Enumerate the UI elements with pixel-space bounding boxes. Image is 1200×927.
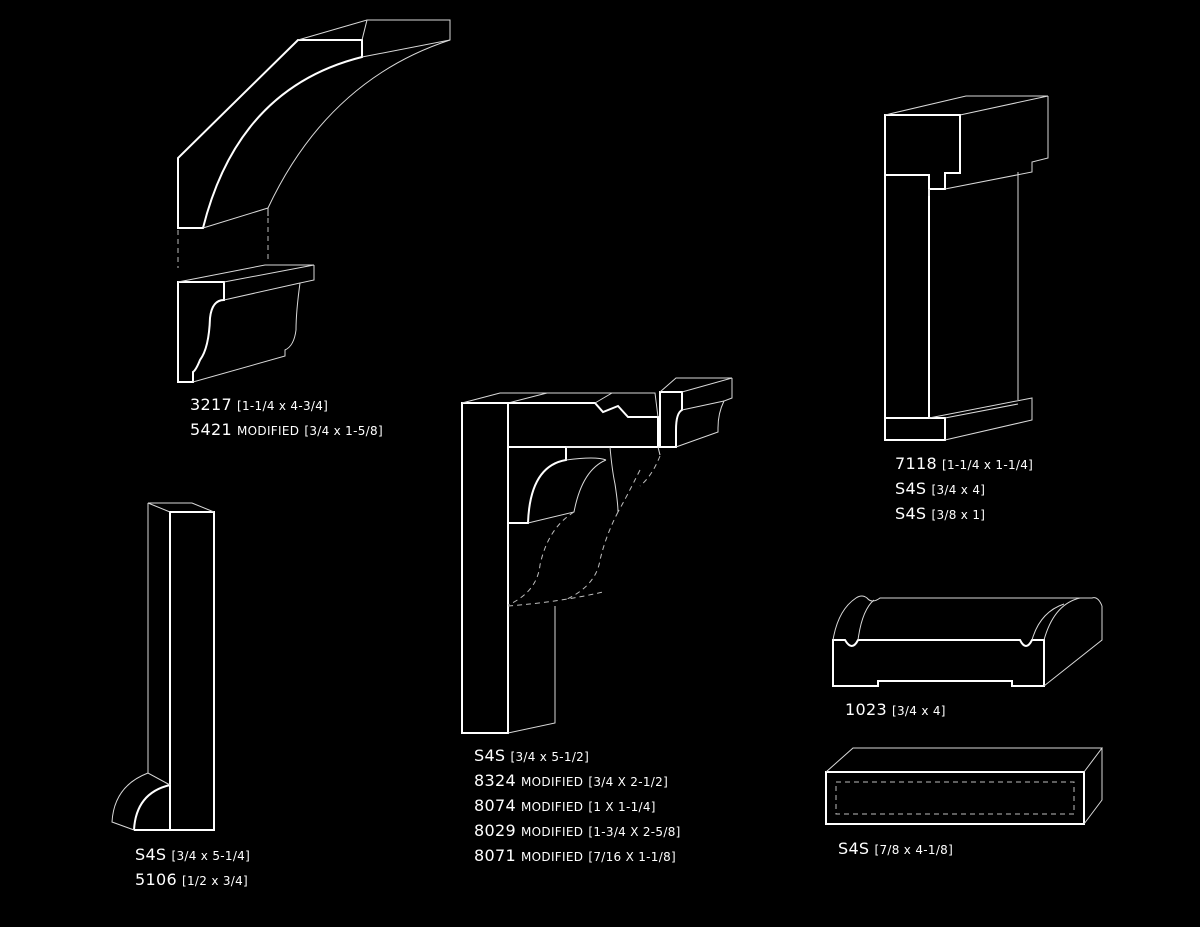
part-code: 8029 bbox=[474, 821, 516, 840]
board-s4s-profile bbox=[825, 747, 1103, 825]
corbel-assembly-profile bbox=[461, 377, 733, 734]
part-dimension: [3/4 X 2-1/2] bbox=[588, 775, 669, 789]
part-modifier: MODIFIED bbox=[521, 825, 584, 839]
part-dimension: [1 X 1-1/4] bbox=[588, 800, 656, 814]
part-modifier: MODIFIED bbox=[521, 800, 584, 814]
part-code: S4S bbox=[135, 845, 167, 864]
part-dimension: [1-3/4 X 2-5/8] bbox=[588, 825, 681, 839]
label-row: 3217 [1-1/4 x 4-3/4] bbox=[190, 392, 383, 417]
part-code: 5106 bbox=[135, 870, 177, 889]
part-code: 5421 bbox=[190, 420, 232, 439]
part-code: S4S bbox=[895, 504, 927, 523]
label-row: S4S [7/8 x 4-1/8] bbox=[838, 836, 953, 861]
quarter-round-5106-profile bbox=[111, 772, 171, 831]
part-code: 8074 bbox=[474, 796, 516, 815]
part-code: 8324 bbox=[474, 771, 516, 790]
part-dimension: [1-1/4 x 1-1/4] bbox=[942, 458, 1034, 472]
label-row: 8029 MODIFIED [1-3/4 X 2-5/8] bbox=[474, 818, 681, 843]
part-dimension: [3/4 x 4] bbox=[931, 483, 986, 497]
part-dimension: [3/8 x 1] bbox=[931, 508, 986, 522]
part-code: 7118 bbox=[895, 454, 937, 473]
part-code: S4S bbox=[474, 746, 506, 765]
label-row: 5421 MODIFIED [3/4 x 1-5/8] bbox=[190, 417, 383, 442]
part-dimension: [3/4 x 1-5/8] bbox=[304, 424, 383, 438]
part-code: S4S bbox=[895, 479, 927, 498]
crown-labels: 3217 [1-1/4 x 4-3/4] 5421 MODIFIED [3/4 … bbox=[190, 392, 383, 442]
corbel-labels: S4S [3/4 x 5-1/2] 8324 MODIFIED [3/4 X 2… bbox=[474, 743, 681, 868]
part-dimension: [3/4 x 5-1/4] bbox=[171, 849, 251, 863]
board-labels: S4S [7/8 x 4-1/8] bbox=[838, 836, 953, 861]
part-code: 3217 bbox=[190, 395, 232, 414]
part-code: 1023 bbox=[845, 700, 887, 719]
cove-molding-5421-profile bbox=[177, 264, 315, 383]
label-row: 5106 [1/2 x 3/4] bbox=[135, 867, 250, 892]
part-modifier: MODIFIED bbox=[521, 850, 584, 864]
part-dimension: [7/16 X 1-1/8] bbox=[588, 850, 676, 864]
part-modifier: MODIFIED bbox=[237, 424, 300, 438]
label-row: S4S [3/8 x 1] bbox=[895, 501, 1033, 526]
label-row: S4S [3/4 x 5-1/4] bbox=[135, 842, 250, 867]
crown-molding-3217-profile bbox=[177, 19, 451, 229]
base-cove-labels: S4S [3/4 x 5-1/4] 5106 [1/2 x 3/4] bbox=[135, 842, 250, 892]
part-code: S4S bbox=[838, 839, 870, 858]
label-row: 8324 MODIFIED [3/4 X 2-1/2] bbox=[474, 768, 681, 793]
base-1023-labels: 1023 [3/4 x 4] bbox=[845, 697, 946, 722]
part-modifier: MODIFIED bbox=[521, 775, 584, 789]
part-dimension: [1-1/4 x 4-3/4] bbox=[237, 399, 329, 413]
part-dimension: [3/4 x 5-1/2] bbox=[510, 750, 590, 764]
casing-7118-profile bbox=[884, 95, 1049, 441]
label-row: 8074 MODIFIED [1 X 1-1/4] bbox=[474, 793, 681, 818]
part-dimension: [7/8 x 4-1/8] bbox=[874, 843, 954, 857]
base-board-s4s-profile bbox=[147, 502, 215, 831]
label-row: 8071 MODIFIED [7/16 X 1-1/8] bbox=[474, 843, 681, 868]
crown-to-cove-guide-lines bbox=[177, 218, 269, 268]
label-row: S4S [3/4 x 5-1/2] bbox=[474, 743, 681, 768]
part-dimension: [3/4 x 4] bbox=[892, 704, 946, 718]
part-code: 8071 bbox=[474, 846, 516, 865]
part-dimension: [1/2 x 3/4] bbox=[182, 874, 249, 888]
base-1023-profile bbox=[832, 595, 1103, 687]
casing-labels: 7118 [1-1/4 x 1-1/4] S4S [3/4 x 4] S4S [… bbox=[895, 451, 1033, 526]
label-row: 1023 [3/4 x 4] bbox=[845, 697, 946, 722]
label-row: 7118 [1-1/4 x 1-1/4] bbox=[895, 451, 1033, 476]
label-row: S4S [3/4 x 4] bbox=[895, 476, 1033, 501]
